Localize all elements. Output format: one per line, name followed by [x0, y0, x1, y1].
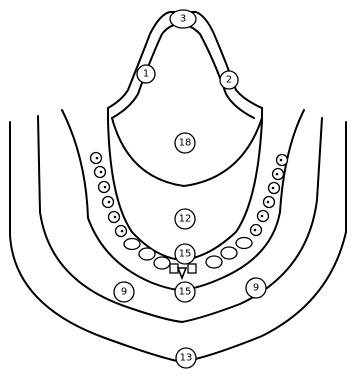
central-connector [178, 268, 186, 278]
tooth-root [100, 171, 103, 174]
label-12: 12 [175, 209, 195, 229]
tooth [206, 256, 222, 268]
tooth-root [121, 230, 124, 233]
label-12-text: 12 [179, 214, 192, 225]
label-13-text: 13 [180, 353, 193, 364]
label-2-text: 2 [226, 75, 232, 86]
label-9-right: 9 [246, 278, 266, 298]
outer-arc [10, 122, 346, 362]
tooth-root [261, 215, 264, 218]
label-18-text: 18 [179, 138, 192, 149]
tooth-root [272, 187, 275, 190]
label-15-lower-text: 15 [179, 287, 192, 298]
tooth-root [96, 157, 99, 160]
label-9-right-text: 9 [253, 283, 259, 294]
label-18: 18 [175, 133, 195, 153]
tooth-root [104, 186, 107, 189]
tooth-root [267, 201, 270, 204]
label-9-left-text: 9 [121, 287, 127, 298]
tooth-root [114, 216, 117, 219]
tooth-root [276, 173, 279, 176]
label-15-upper-text: 15 [179, 249, 192, 260]
tooth-root [280, 159, 283, 162]
label-1: 1 [137, 65, 155, 83]
tooth-root [108, 201, 111, 204]
tooth [188, 264, 196, 273]
label-1-text: 1 [143, 69, 149, 80]
tooth [139, 248, 155, 260]
tooth [170, 264, 178, 273]
label-13: 13 [176, 348, 196, 368]
tooth [124, 239, 140, 250]
tooth [236, 238, 252, 249]
label-15-lower: 15 [175, 282, 195, 302]
label-2: 2 [220, 71, 238, 89]
label-9-left: 9 [114, 282, 134, 302]
label-3: 3 [170, 10, 196, 28]
label-3-text: 3 [180, 14, 186, 25]
tooth [221, 247, 237, 259]
upper-structure-inner [112, 24, 254, 118]
label-15-upper: 15 [175, 244, 195, 264]
tooth-root [254, 229, 257, 232]
tooth [154, 257, 170, 269]
